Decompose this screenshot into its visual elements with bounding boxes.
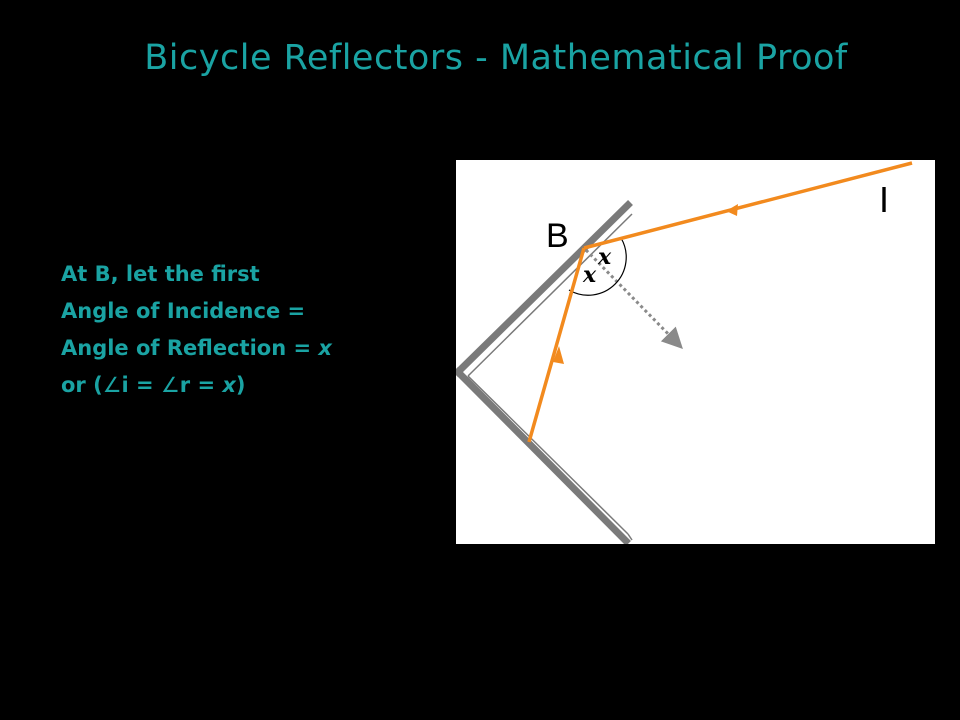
angle-arc [568,237,627,296]
equals-2: = [190,373,223,397]
variable-x-2: x [222,373,236,397]
normal-line [584,248,683,350]
explanation-text: At B, let the first Angle of Incidence =… [61,256,332,404]
text-line-4: or (∠i = ∠r = x) [61,367,332,404]
variable-x: x [318,336,332,360]
lower-mirror [456,367,633,544]
incident-ray [583,161,913,250]
close-paren: ) [235,373,246,397]
text-line-2: Angle of Incidence = [61,299,306,323]
point-label-b: B [546,217,569,255]
ray-label-i: I [879,179,889,220]
text-line-3-prefix: Angle of Reflection = [61,336,319,360]
page-title: Bicycle Reflectors - Mathematical Proof [144,38,848,78]
diagram-panel: B I x x [456,160,935,544]
variable-i: i [121,373,129,397]
reflected-ray [527,247,586,443]
angle-symbol-1: ∠ [102,373,122,397]
reflector-diagram: B I x x [456,161,913,544]
variable-r: r [179,373,191,397]
angle-label-x-2: x [597,244,612,270]
text-line-3: Angle of Reflection = x [61,330,332,367]
text-line-4-prefix: or ( [61,373,103,397]
angle-symbol-2: ∠ [160,373,180,397]
angle-label-x-1: x [582,262,597,288]
equals-1: = [128,373,161,397]
text-line-1: At B, let the first [61,262,260,286]
